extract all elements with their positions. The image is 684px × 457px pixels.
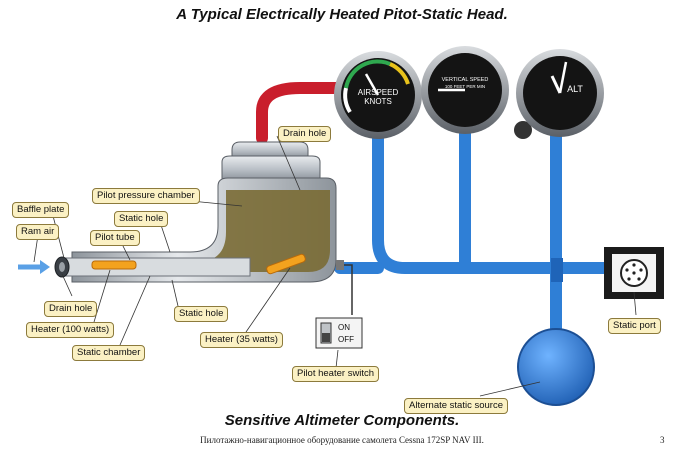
label-drain-hole-top: Drain hole (278, 126, 332, 142)
label-drain-hole-bottom: Drain hole (44, 301, 98, 317)
label-pilot-tube: Pilot tube (90, 230, 140, 246)
pilot-heater-switch (315, 317, 363, 349)
static-lines (334, 119, 631, 336)
label-pilot-pressure-chamber: Pilot pressure chamber (92, 188, 200, 204)
vsi-dial-unit: 100 FEET PER MIN (445, 84, 485, 89)
diagram-title: A Typical Electrically Heated Pitot-Stat… (176, 6, 508, 23)
vertical-speed-indicator (421, 46, 509, 134)
label-static-chamber: Static chamber (72, 345, 146, 361)
pitot-line (256, 82, 346, 144)
label-static-hole-top: Static hole (114, 211, 169, 227)
label-heater-100: Heater (100 watts) (26, 322, 115, 338)
label-pilot-heater-switch: Pilot heater switch (292, 366, 380, 382)
label-ram-air: Ram air (16, 224, 60, 240)
alternate-static-source-knob (517, 328, 595, 406)
switch-off-label: OFF (338, 335, 354, 344)
switch-on-label: ON (338, 323, 350, 332)
airspeed-indicator (334, 51, 422, 139)
airspeed-dial-unit: KNOTS (364, 97, 392, 106)
airspeed-dial-label: AIRSPEED (358, 88, 399, 97)
label-alternate-static-source: Alternate static source (404, 398, 508, 414)
altimeter (514, 49, 604, 139)
diagram-subtitle: Sensitive Altimeter Components. (224, 412, 460, 429)
pitot-head (54, 141, 353, 315)
label-heater-35: Heater (35 watts) (200, 332, 283, 348)
label-static-port: Static port (608, 318, 661, 334)
label-baffle-plate: Baffle plate (12, 202, 70, 218)
vsi-dial-label: VERTICAL SPEED (442, 77, 489, 83)
label-static-hole-bottom: Static hole (174, 306, 229, 322)
altimeter-dial-label: ALT (567, 84, 583, 94)
page-footer: Пилотажно-навигационное оборудование сам… (200, 435, 484, 445)
page-number: 3 (660, 435, 665, 445)
tee-fitting (551, 258, 563, 282)
